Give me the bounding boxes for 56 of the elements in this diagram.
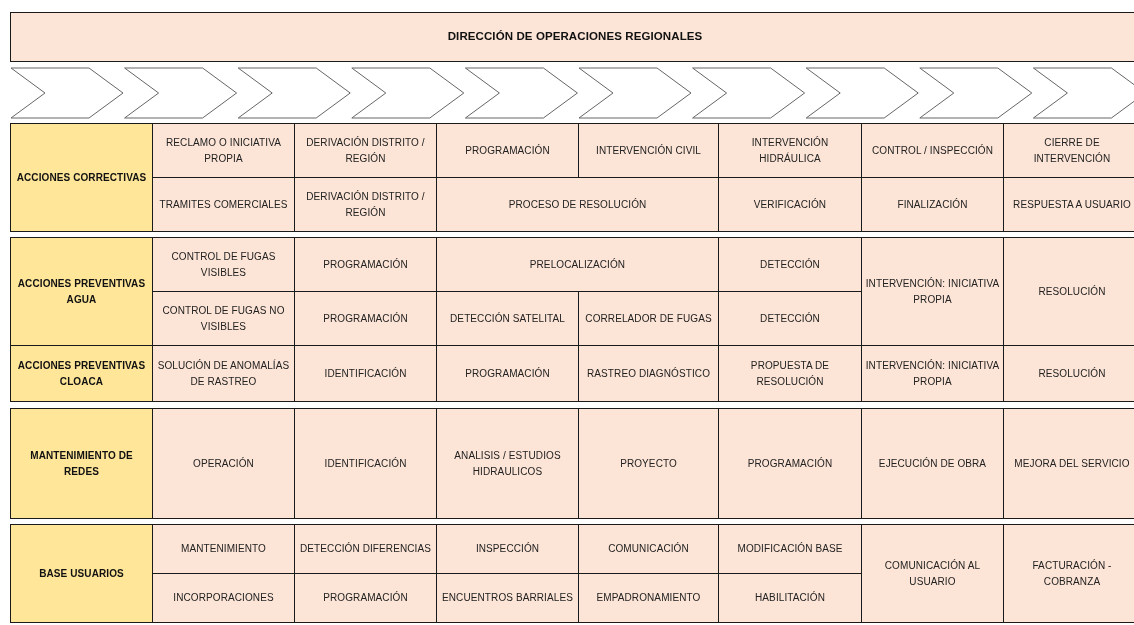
- step-cell: TRAMITES COMERCIALES: [152, 177, 295, 232]
- step-cell: PRELOCALIZACIÓN: [436, 237, 719, 292]
- step-cell: OPERACIÓN: [152, 408, 295, 519]
- step-cell: MEJORA DEL SERVICIO: [1003, 408, 1134, 519]
- step-cell: EJECUCIÓN DE OBRA: [861, 408, 1004, 519]
- step-cell: CORRELADOR DE FUGAS: [578, 291, 719, 346]
- step-cell: COMUNICACIÓN: [578, 524, 719, 574]
- step-cell: INTERVENCIÓN: INICIATIVA PROPIA: [861, 345, 1004, 402]
- step-cell: DETECCIÓN: [718, 291, 862, 346]
- step-cell: MODIFICACIÓN BASE: [718, 524, 862, 574]
- category-cell: ACCIONES CORRECTIVAS: [10, 123, 153, 232]
- step-cell: RESOLUCIÓN: [1003, 237, 1134, 346]
- step-cell: MANTENIMIENTO: [152, 524, 295, 574]
- step-cell: FACTURACIÓN - COBRANZA: [1003, 524, 1134, 623]
- step-cell: RESPUESTA A USUARIO: [1003, 177, 1134, 232]
- step-cell: DETECCIÓN: [718, 237, 862, 292]
- step-cell: PROCESO DE RESOLUCIÓN: [436, 177, 719, 232]
- step-cell: INTERVENCIÓN CIVIL: [578, 123, 719, 178]
- header-banner: DIRECCIÓN DE OPERACIONES REGIONALES: [10, 12, 1134, 62]
- step-cell: PROGRAMACIÓN: [718, 408, 862, 519]
- step-cell: CONTROL / INSPECCIÓN: [861, 123, 1004, 178]
- category-cell: ACCIONES PREVENTIVAS AGUA: [10, 237, 153, 346]
- category-cell: BASE USUARIOS: [10, 524, 153, 623]
- step-cell: INCORPORACIONES: [152, 573, 295, 623]
- step-cell: PROGRAMACIÓN: [294, 237, 437, 292]
- step-cell: IDENTIFICACIÓN: [294, 345, 437, 402]
- step-cell: DERIVACIÓN DISTRITO / REGIÓN: [294, 123, 437, 178]
- step-cell: SOLUCIÓN DE ANOMALÍAS DE RASTREO: [152, 345, 295, 402]
- step-cell: CONTROL DE FUGAS NO VISIBLES: [152, 291, 295, 346]
- step-cell: PROYECTO: [578, 408, 719, 519]
- step-cell: IDENTIFICACIÓN: [294, 408, 437, 519]
- step-cell: RASTREO DIAGNÓSTICO: [578, 345, 719, 402]
- step-cell: ENCUENTROS BARRIALES: [436, 573, 579, 623]
- category-cell: ACCIONES PREVENTIVAS CLOACA: [10, 345, 153, 402]
- step-cell: DETECCIÓN SATELITAL: [436, 291, 579, 346]
- step-cell: DETECCIÓN DIFERENCIAS: [294, 524, 437, 574]
- step-cell: INTERVENCIÓN HIDRÁULICA: [718, 123, 862, 178]
- step-cell: INSPECCIÓN: [436, 524, 579, 574]
- category-cell: MANTENIMIENTO DE REDES: [10, 408, 153, 519]
- step-cell: CONTROL DE FUGAS VISIBLES: [152, 237, 295, 292]
- step-cell: PROGRAMACIÓN: [436, 345, 579, 402]
- step-cell: HABILITACIÓN: [718, 573, 862, 623]
- step-cell: PROPUESTA DE RESOLUCIÓN: [718, 345, 862, 402]
- step-cell: COMUNICACIÓN AL USUARIO: [861, 524, 1004, 623]
- step-cell: RESOLUCIÓN: [1003, 345, 1134, 402]
- step-cell: VERIFICACIÓN: [718, 177, 862, 232]
- step-cell: PROGRAMACIÓN: [294, 573, 437, 623]
- step-cell: CIERRE DE INTERVENCIÓN: [1003, 123, 1134, 178]
- step-cell: FINALIZACIÓN: [861, 177, 1004, 232]
- step-cell: ANALISIS / ESTUDIOS HIDRAULICOS: [436, 408, 579, 519]
- step-cell: PROGRAMACIÓN: [436, 123, 579, 178]
- step-cell: EMPADRONAMIENTO: [578, 573, 719, 623]
- step-cell: PROGRAMACIÓN: [294, 291, 437, 346]
- step-cell: RECLAMO O INICIATIVA PROPIA: [152, 123, 295, 178]
- step-cell: INTERVENCIÓN: INICIATIVA PROPIA: [861, 237, 1004, 346]
- step-cell: DERIVACIÓN DISTRITO / REGIÓN: [294, 177, 437, 232]
